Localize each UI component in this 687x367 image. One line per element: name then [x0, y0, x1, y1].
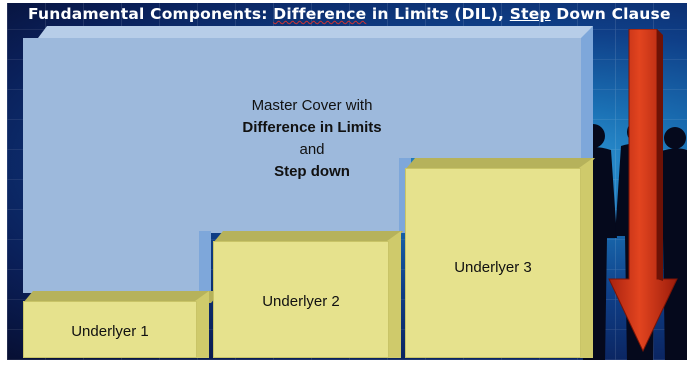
master-cover-front-lower: [23, 233, 209, 293]
down-arrow-icon: [608, 29, 678, 353]
master-cover-side-face: [581, 26, 593, 161]
title-part-step: Step: [509, 5, 551, 23]
underlyer-3-top-face: [405, 158, 595, 170]
underlyer-1-front-face: [23, 301, 197, 358]
underlyer-1-label: Underlyer 1: [71, 323, 149, 340]
underlyer-1-top-face: [23, 291, 221, 303]
underlyer-2-top-face: [213, 231, 403, 243]
master-cover-line3: and: [299, 141, 325, 158]
underlyer-3-front-face: [405, 168, 581, 358]
title-part-in-limits: in Limits (DIL),: [366, 5, 510, 23]
underlyer-2-side-face: [387, 231, 401, 358]
title-part-down-clause: Down Clause: [550, 5, 671, 23]
underlyer-3-label: Underlyer 3: [454, 259, 532, 276]
master-cover-step-side-2: [199, 231, 211, 293]
master-cover-front-upper: [23, 38, 581, 158]
master-cover-line1: Master Cover with: [251, 97, 373, 114]
master-cover-label: Master Cover with Difference in Limits a…: [192, 95, 432, 183]
master-cover-line4: Step down: [274, 163, 350, 180]
slide-title: Fundamental Components: Difference in Li…: [28, 5, 671, 23]
underlyer-1-side-face: [195, 291, 209, 358]
master-cover-line2: Difference in Limits: [242, 119, 382, 136]
title-part-difference: Difference: [273, 5, 367, 23]
title-prefix: Fundamental Components:: [28, 5, 274, 23]
slide-canvas: Fundamental Components: Difference in Li…: [7, 3, 687, 360]
master-cover-front-middle: [23, 158, 399, 233]
underlyer-2-front-face: [213, 241, 389, 358]
underlyer-2-label: Underlyer 2: [262, 293, 340, 310]
underlyer-3-side-face: [579, 158, 593, 358]
